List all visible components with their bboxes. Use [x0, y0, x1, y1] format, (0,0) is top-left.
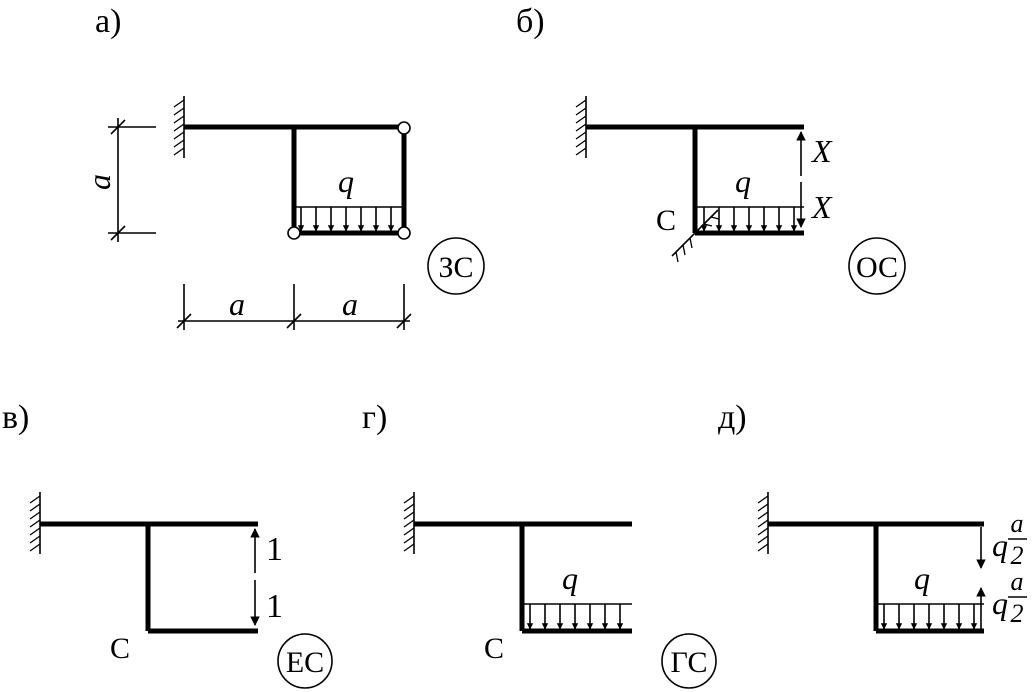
dimension-height-label: a: [81, 174, 117, 190]
panel-d: д) q q: [718, 399, 1027, 634]
force-label-bottom: q a 2: [992, 567, 1027, 628]
force-label-top: 1: [266, 531, 283, 568]
panel-v: в) С 1 1 ЕС: [2, 399, 333, 689]
load-label: q: [914, 560, 930, 596]
force-label-top: q a 2: [992, 509, 1027, 570]
hinge-icons: [287, 121, 411, 240]
system-badge-circle: [848, 237, 906, 295]
system-badge-label: ЕС: [286, 646, 324, 679]
force-label-bottom-num: a: [1011, 567, 1024, 596]
fixed-support-icon: [403, 492, 415, 554]
dimension-width-label-2: a: [342, 286, 358, 322]
system-badge-circle: [277, 633, 333, 689]
force-label-bottom-q: q: [992, 585, 1008, 621]
force-label-top-q: q: [992, 527, 1008, 563]
frame-members: [184, 124, 407, 236]
load-label: q: [735, 163, 751, 199]
force-label-bottom: X: [810, 189, 833, 225]
sliding-support-icon: [671, 209, 720, 263]
force-label-top-den: 2: [1011, 541, 1024, 570]
distributed-load: [522, 603, 632, 630]
system-badge-label: ОС: [856, 251, 898, 284]
fixed-support-icon: [29, 492, 41, 554]
force-label-top: X: [810, 133, 833, 169]
support-label: С: [484, 632, 504, 665]
frame-members: [40, 521, 258, 634]
distributed-load: [876, 603, 984, 630]
fixed-support-icon: [575, 96, 587, 158]
dimension-width: [176, 284, 412, 330]
support-label: С: [656, 204, 676, 237]
frame-members: [414, 521, 632, 634]
system-badge-label: ЗС: [438, 251, 473, 284]
panel-d-label: д): [718, 399, 747, 436]
panel-a: а): [81, 3, 485, 330]
panel-v-label: в): [2, 399, 29, 436]
panel-a-label: а): [95, 3, 121, 40]
force-label-top-num: a: [1011, 509, 1024, 538]
frame-members: [768, 521, 984, 634]
system-badge-circle: [661, 633, 717, 689]
distributed-load: [695, 206, 804, 232]
load-label: q: [338, 163, 354, 199]
frame-members: [586, 124, 804, 236]
panel-b-label: б): [516, 3, 545, 40]
dimension-width-label-1: a: [229, 286, 245, 322]
distributed-load: [294, 206, 404, 232]
force-label-bottom: 1: [266, 588, 283, 625]
panel-g: г) С q ГС: [362, 399, 717, 689]
force-label-bottom-den: 2: [1011, 599, 1024, 628]
dimension-height: [108, 118, 156, 242]
system-badge-label: ГС: [671, 646, 708, 679]
fixed-support-icon: [757, 492, 769, 554]
support-label: С: [110, 632, 130, 665]
load-label: q: [562, 560, 578, 596]
system-badge-circle: [427, 237, 485, 295]
panel-b: б) С: [516, 3, 906, 295]
panel-g-label: г): [362, 399, 387, 436]
fixed-support-icon: [173, 96, 185, 158]
